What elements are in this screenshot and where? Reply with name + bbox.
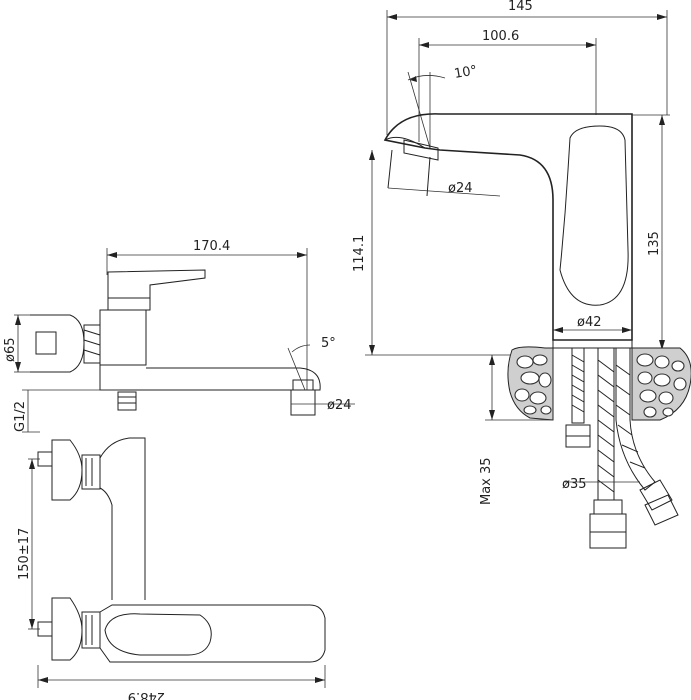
basin-aerator-label: ø24 bbox=[448, 181, 473, 196]
basin-mixer-view: 145 100.6 10° ø24 ø42 bbox=[352, 0, 691, 549]
bath-mixer-top-view: 150±17 248.9 bbox=[17, 437, 326, 700]
basin-angle-label: 10° bbox=[453, 63, 478, 82]
basin-width-label: 145 bbox=[508, 0, 533, 14]
bath-center-distance-label: 150±17 bbox=[17, 528, 32, 580]
bath-flange-diameter-label: ø65 bbox=[3, 338, 18, 363]
bath-thread-label: G1/2 bbox=[13, 401, 28, 432]
bath-spout-length-label: 170.4 bbox=[193, 239, 230, 254]
bath-spout-angle-label: 5° bbox=[321, 336, 336, 351]
countertop-pebbles bbox=[514, 353, 687, 418]
basin-mounting-hole-label: ø35 bbox=[562, 477, 587, 492]
basin-reach-label: 100.6 bbox=[482, 29, 519, 44]
bath-overall-length-label: 248.9 bbox=[128, 689, 165, 700]
basin-spout-height-label: 114.1 bbox=[352, 235, 367, 272]
bath-mixer-side-view: 170.4 ø24 5° ø65 G1/ bbox=[3, 239, 355, 433]
basin-body-diameter-label: ø42 bbox=[577, 315, 602, 330]
basin-max-deck-label: Max 35 bbox=[479, 457, 494, 505]
bath-aerator-label: ø24 bbox=[327, 398, 352, 413]
basin-total-height-label: 135 bbox=[647, 231, 662, 256]
